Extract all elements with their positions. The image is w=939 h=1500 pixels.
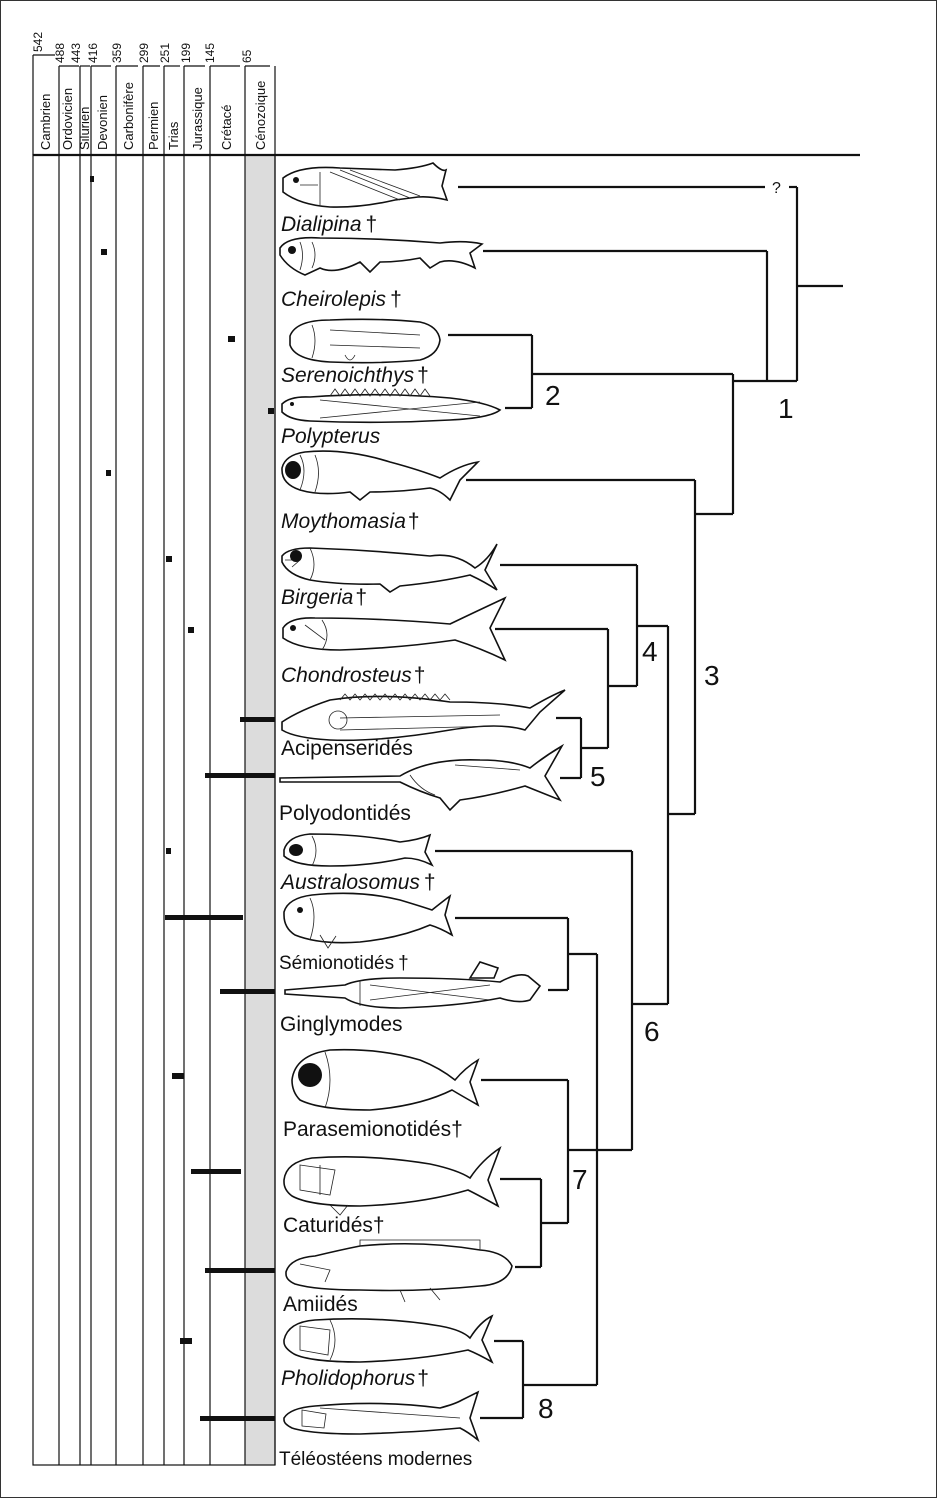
taxon-label: Amiidés [283,1293,358,1316]
fish-amiides [285,1239,513,1303]
range-pholidophorus [180,1338,192,1344]
period-trias: Trias [166,121,181,150]
fish-dialipina [282,162,449,208]
node-7: 7 [572,1164,588,1195]
age-145: 145 [203,43,217,63]
range-birgeria [166,556,172,562]
age-65: 65 [240,49,254,63]
fish-parasemionotides [291,1048,480,1111]
range-serenoichthys [228,336,235,342]
fish-polyodontides [279,743,565,812]
fish-drawings [279,162,566,1443]
period-ordovicien: Ordovicien [60,88,75,150]
fish-polypterus [281,388,502,424]
taxon-label: Moythomasia† [281,510,420,533]
taxon-label: Polypterus [281,425,381,448]
range-moythomasia [106,470,111,476]
fish-birgeria [281,543,498,593]
node-8: 8 [538,1393,554,1424]
fish-caturides [283,1145,502,1216]
period-cambrien: Cambrien [38,94,53,150]
range-cheirolepis [101,249,107,255]
range-polypterus [268,408,274,414]
range-ginglymodes [220,989,275,994]
taxon-label: Dialipina† [281,213,377,236]
taxon-label: Ginglymodes [280,1013,403,1036]
taxon-label: Polyodontidés [279,802,411,825]
range-parasemionotides [172,1073,184,1079]
fish-teleosteens [283,1390,480,1443]
fish-ginglymodes [284,961,542,1009]
taxon-label: Téléostéens modernes [279,1449,472,1470]
taxon-label: Parasemionotidés† [283,1118,463,1141]
range-caturides [191,1169,241,1174]
fish-moythomasia [281,450,481,502]
node-5: 5 [590,761,606,792]
node-1: 1 [778,393,794,424]
taxon-label: Serenoichthys† [281,364,429,387]
uncertain-mark: ? [772,180,781,197]
node-2: 2 [545,380,561,411]
period-cretace: Crétacé [219,104,234,150]
age-labels: 542 488 443 416 359 299 251 199 145 65 [31,32,254,63]
fish-chondrosteus [282,596,507,662]
period-labels: Cambrien Ordovicien Silurien Devonien Ca… [38,81,268,150]
age-251: 251 [158,43,172,63]
taxon-label: Birgeria† [281,586,367,609]
period-silurien: Silurien [77,107,92,150]
period-carbonifere: Carbonifère [121,82,136,150]
age-299: 299 [137,43,151,63]
range-chondrosteus [188,627,194,633]
taxon-labels: Dialipina† Cheirolepis† Serenoichthys† P… [279,213,472,1470]
range-polyodontides [205,773,275,778]
age-416: 416 [86,43,100,63]
fish-acipenserides [281,689,566,742]
fish-serenoichthys [289,318,441,364]
range-semionotides [165,915,243,920]
fish-pholidophorus [283,1314,494,1364]
range-australosomus [166,848,171,854]
taxon-label: Chondrosteus† [281,664,425,687]
node-3: 3 [704,660,720,691]
taxon-label: Sémionotidés† [279,953,409,974]
node-labels: 2 1 4 3 5 6 7 8 ? [538,180,794,1424]
fish-cheirolepis [279,236,484,276]
timescale [32,54,860,1466]
range-dialipina [90,176,94,182]
node-4: 4 [642,636,658,667]
fish-australosomus [283,833,434,867]
range-bars [90,176,275,1421]
age-199: 199 [179,43,193,63]
cenozoic-band [245,155,275,1465]
period-cenozoique: Cénozoique [253,81,268,150]
age-443: 443 [69,43,83,63]
node-6: 6 [644,1016,660,1047]
period-jurassique: Jurassique [190,87,205,150]
fish-semionotides [283,892,454,949]
taxon-label: Australosomus† [279,871,436,894]
cladogram [435,185,843,1420]
age-542: 542 [31,32,45,52]
age-488: 488 [53,43,67,63]
range-teleosteens [200,1416,275,1421]
taxon-label: Cheirolepis† [281,288,402,311]
range-acipenserides [240,717,275,722]
age-359: 359 [110,43,124,63]
period-devonien: Devonien [95,95,110,150]
range-amiides [205,1268,275,1273]
taxon-label: Pholidophorus† [281,1367,429,1390]
taxon-label: Acipenseridés [281,737,413,760]
period-permien: Permien [146,102,161,150]
taxon-label: Caturidés† [283,1214,385,1237]
